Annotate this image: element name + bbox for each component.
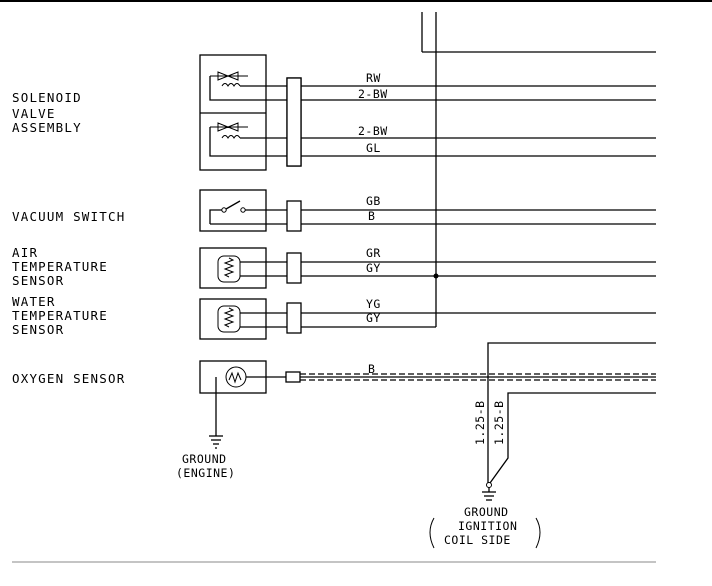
wire-label-rw: RW	[366, 71, 381, 85]
air-temperature-connector	[286, 252, 302, 284]
wire-label-b: B	[368, 209, 375, 223]
svg-text:SOLENOID: SOLENOID	[12, 90, 82, 105]
splice-dot	[433, 273, 439, 279]
ground-ignition-bracket	[429, 517, 435, 549]
ground-engine-label: GROUND	[182, 452, 227, 466]
svg-text:TEMPERATURE: TEMPERATURE	[12, 259, 108, 274]
label-oxygen-sensor: OXYGEN SENSOR	[12, 371, 125, 386]
ground-engine-icon	[209, 435, 223, 449]
vacuum-switch-component	[199, 189, 267, 232]
wire-label-gr: GR	[366, 246, 381, 260]
label-air-temperature-sensor: AIR TEMPERATURE SENSOR	[12, 245, 108, 288]
ground-ignition-label: COIL SIDE	[444, 533, 511, 547]
water-temperature-wires	[266, 312, 656, 328]
solenoid-valve-component	[199, 54, 267, 171]
vacuum-switch-wires	[266, 209, 656, 225]
solenoid-valve-icon	[209, 122, 266, 157]
vacuum-switch-connector	[286, 200, 302, 232]
ground-terminal-icon	[486, 482, 492, 488]
svg-text:VALVE: VALVE	[12, 106, 56, 121]
svg-text:SENSOR: SENSOR	[12, 322, 64, 337]
air-temperature-sensor-component	[199, 247, 267, 289]
label-vacuum-switch: VACUUM SWITCH	[12, 209, 125, 224]
oxygen-shielded-wire	[266, 373, 656, 381]
ground-ignition-bracket	[535, 517, 541, 549]
svg-text:ASSEMBLY: ASSEMBLY	[12, 120, 82, 135]
wire-label-1-25-b: 1.25-B	[492, 400, 506, 445]
wire-label-2-bw: 2-BW	[358, 87, 388, 101]
oxygen-sensor-connector	[285, 371, 301, 383]
top-feed-wires	[421, 12, 656, 327]
ignition-ground-wires	[487, 342, 656, 484]
solenoid-valve-icon	[209, 71, 266, 101]
wire-label-2-bw: 2-BW	[358, 124, 388, 138]
air-temperature-wires	[266, 261, 656, 277]
ground-ignition-label: GROUND	[464, 505, 509, 519]
solenoid-wires	[266, 85, 656, 157]
label-water-temperature-sensor: WATER TEMPERATURE SENSOR	[12, 294, 108, 337]
wire-label-gy: GY	[366, 311, 381, 325]
ground-ignition-icon	[482, 487, 496, 501]
svg-text:WATER: WATER	[12, 294, 56, 309]
wire-label-1-25-b: 1.25-B	[473, 400, 487, 445]
svg-text:TEMPERATURE: TEMPERATURE	[12, 308, 108, 323]
wire-label-yg: YG	[366, 297, 381, 311]
water-temperature-sensor-component	[199, 298, 267, 340]
wire-label-gl: GL	[366, 141, 381, 155]
wire-label-gb: GB	[366, 194, 381, 208]
wire-label-b-oxygen: B	[368, 362, 375, 376]
ground-engine-label: (ENGINE)	[176, 466, 235, 480]
ground-ignition-label: IGNITION	[458, 519, 517, 533]
water-temperature-connector	[286, 302, 302, 334]
svg-text:SENSOR: SENSOR	[12, 273, 64, 288]
wire-label-gy: GY	[366, 261, 381, 275]
label-solenoid-valve-assembly: SOLENOID VALVE ASSEMBLY	[12, 90, 82, 135]
oxygen-sensor-component	[199, 360, 267, 436]
svg-text:AIR: AIR	[12, 245, 38, 260]
